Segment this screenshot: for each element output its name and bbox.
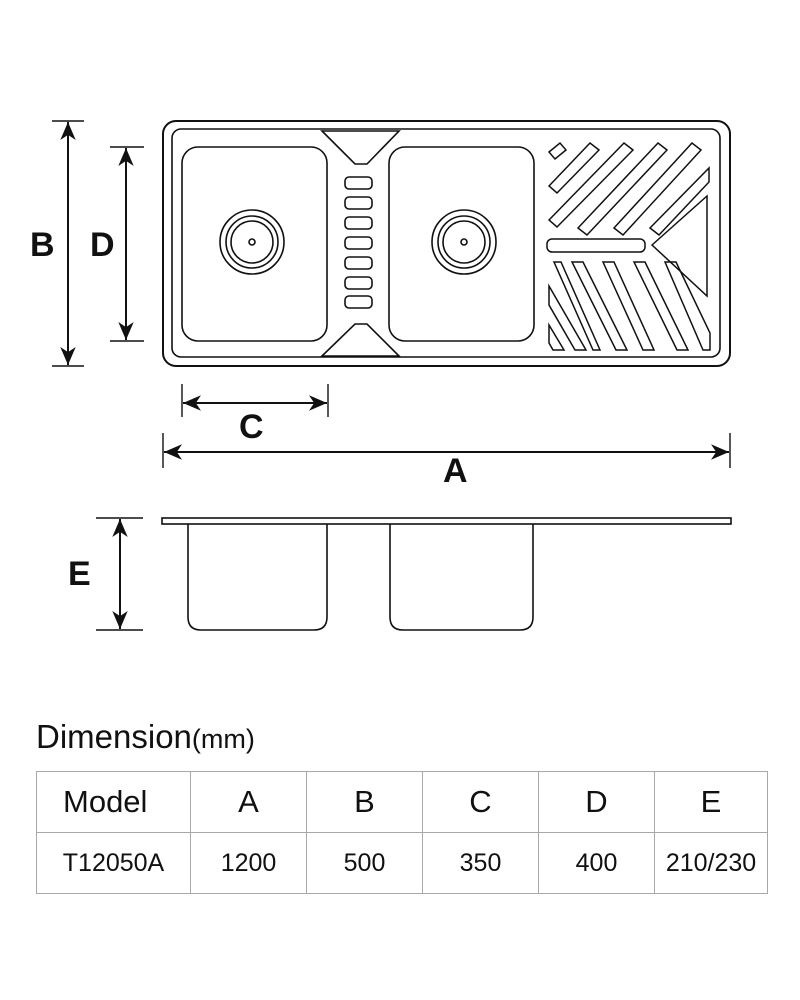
cell-a: 1200	[190, 832, 307, 894]
header-c: C	[422, 771, 539, 833]
header-e: E	[654, 771, 768, 833]
table-row: T12050A 1200 500 350 400 210/230	[36, 832, 768, 894]
sink-technical-drawing: B D C A E	[30, 120, 732, 631]
dimension-title: Dimension(mm)	[36, 718, 255, 756]
dimension-e	[96, 517, 143, 631]
sink-top-view	[162, 120, 731, 367]
label-e: E	[68, 555, 91, 593]
header-model: Model	[36, 771, 191, 833]
cell-e: 210/230	[654, 832, 768, 894]
dimension-unit: (mm)	[191, 724, 255, 754]
label-b: B	[30, 226, 55, 264]
dimension-c	[181, 384, 329, 417]
side-right-bowl	[389, 524, 534, 631]
label-a: A	[443, 452, 468, 490]
label-d: D	[90, 226, 115, 264]
overflow-slots	[344, 176, 373, 309]
sink-side-view	[161, 517, 732, 631]
header-b: B	[306, 771, 423, 833]
dimension-b	[52, 120, 84, 367]
cell-model: T12050A	[36, 832, 191, 894]
cell-b: 500	[306, 832, 423, 894]
label-c: C	[239, 408, 264, 446]
divider-bottom-triangle	[320, 323, 401, 357]
side-rim	[161, 517, 732, 525]
cell-d: 400	[538, 832, 655, 894]
dimension-d	[110, 146, 144, 342]
drainboard	[546, 141, 711, 351]
sink-outer-rim	[162, 120, 731, 367]
right-bowl	[388, 146, 535, 342]
left-bowl	[181, 146, 328, 342]
cell-c: 350	[422, 832, 539, 894]
header-d: D	[538, 771, 655, 833]
dimension-title-text: Dimension	[36, 718, 192, 755]
table-header-row: Model A B C D E	[36, 771, 768, 833]
sink-inner-rim	[171, 128, 721, 358]
header-a: A	[190, 771, 307, 833]
left-drain-icon	[219, 209, 285, 275]
dimension-table: Model A B C D E T12050A 1200 500 350 400…	[36, 771, 768, 894]
divider-top-triangle	[320, 130, 401, 165]
dimension-a	[162, 433, 731, 468]
side-left-bowl	[187, 524, 328, 631]
right-drain-icon	[431, 209, 497, 275]
